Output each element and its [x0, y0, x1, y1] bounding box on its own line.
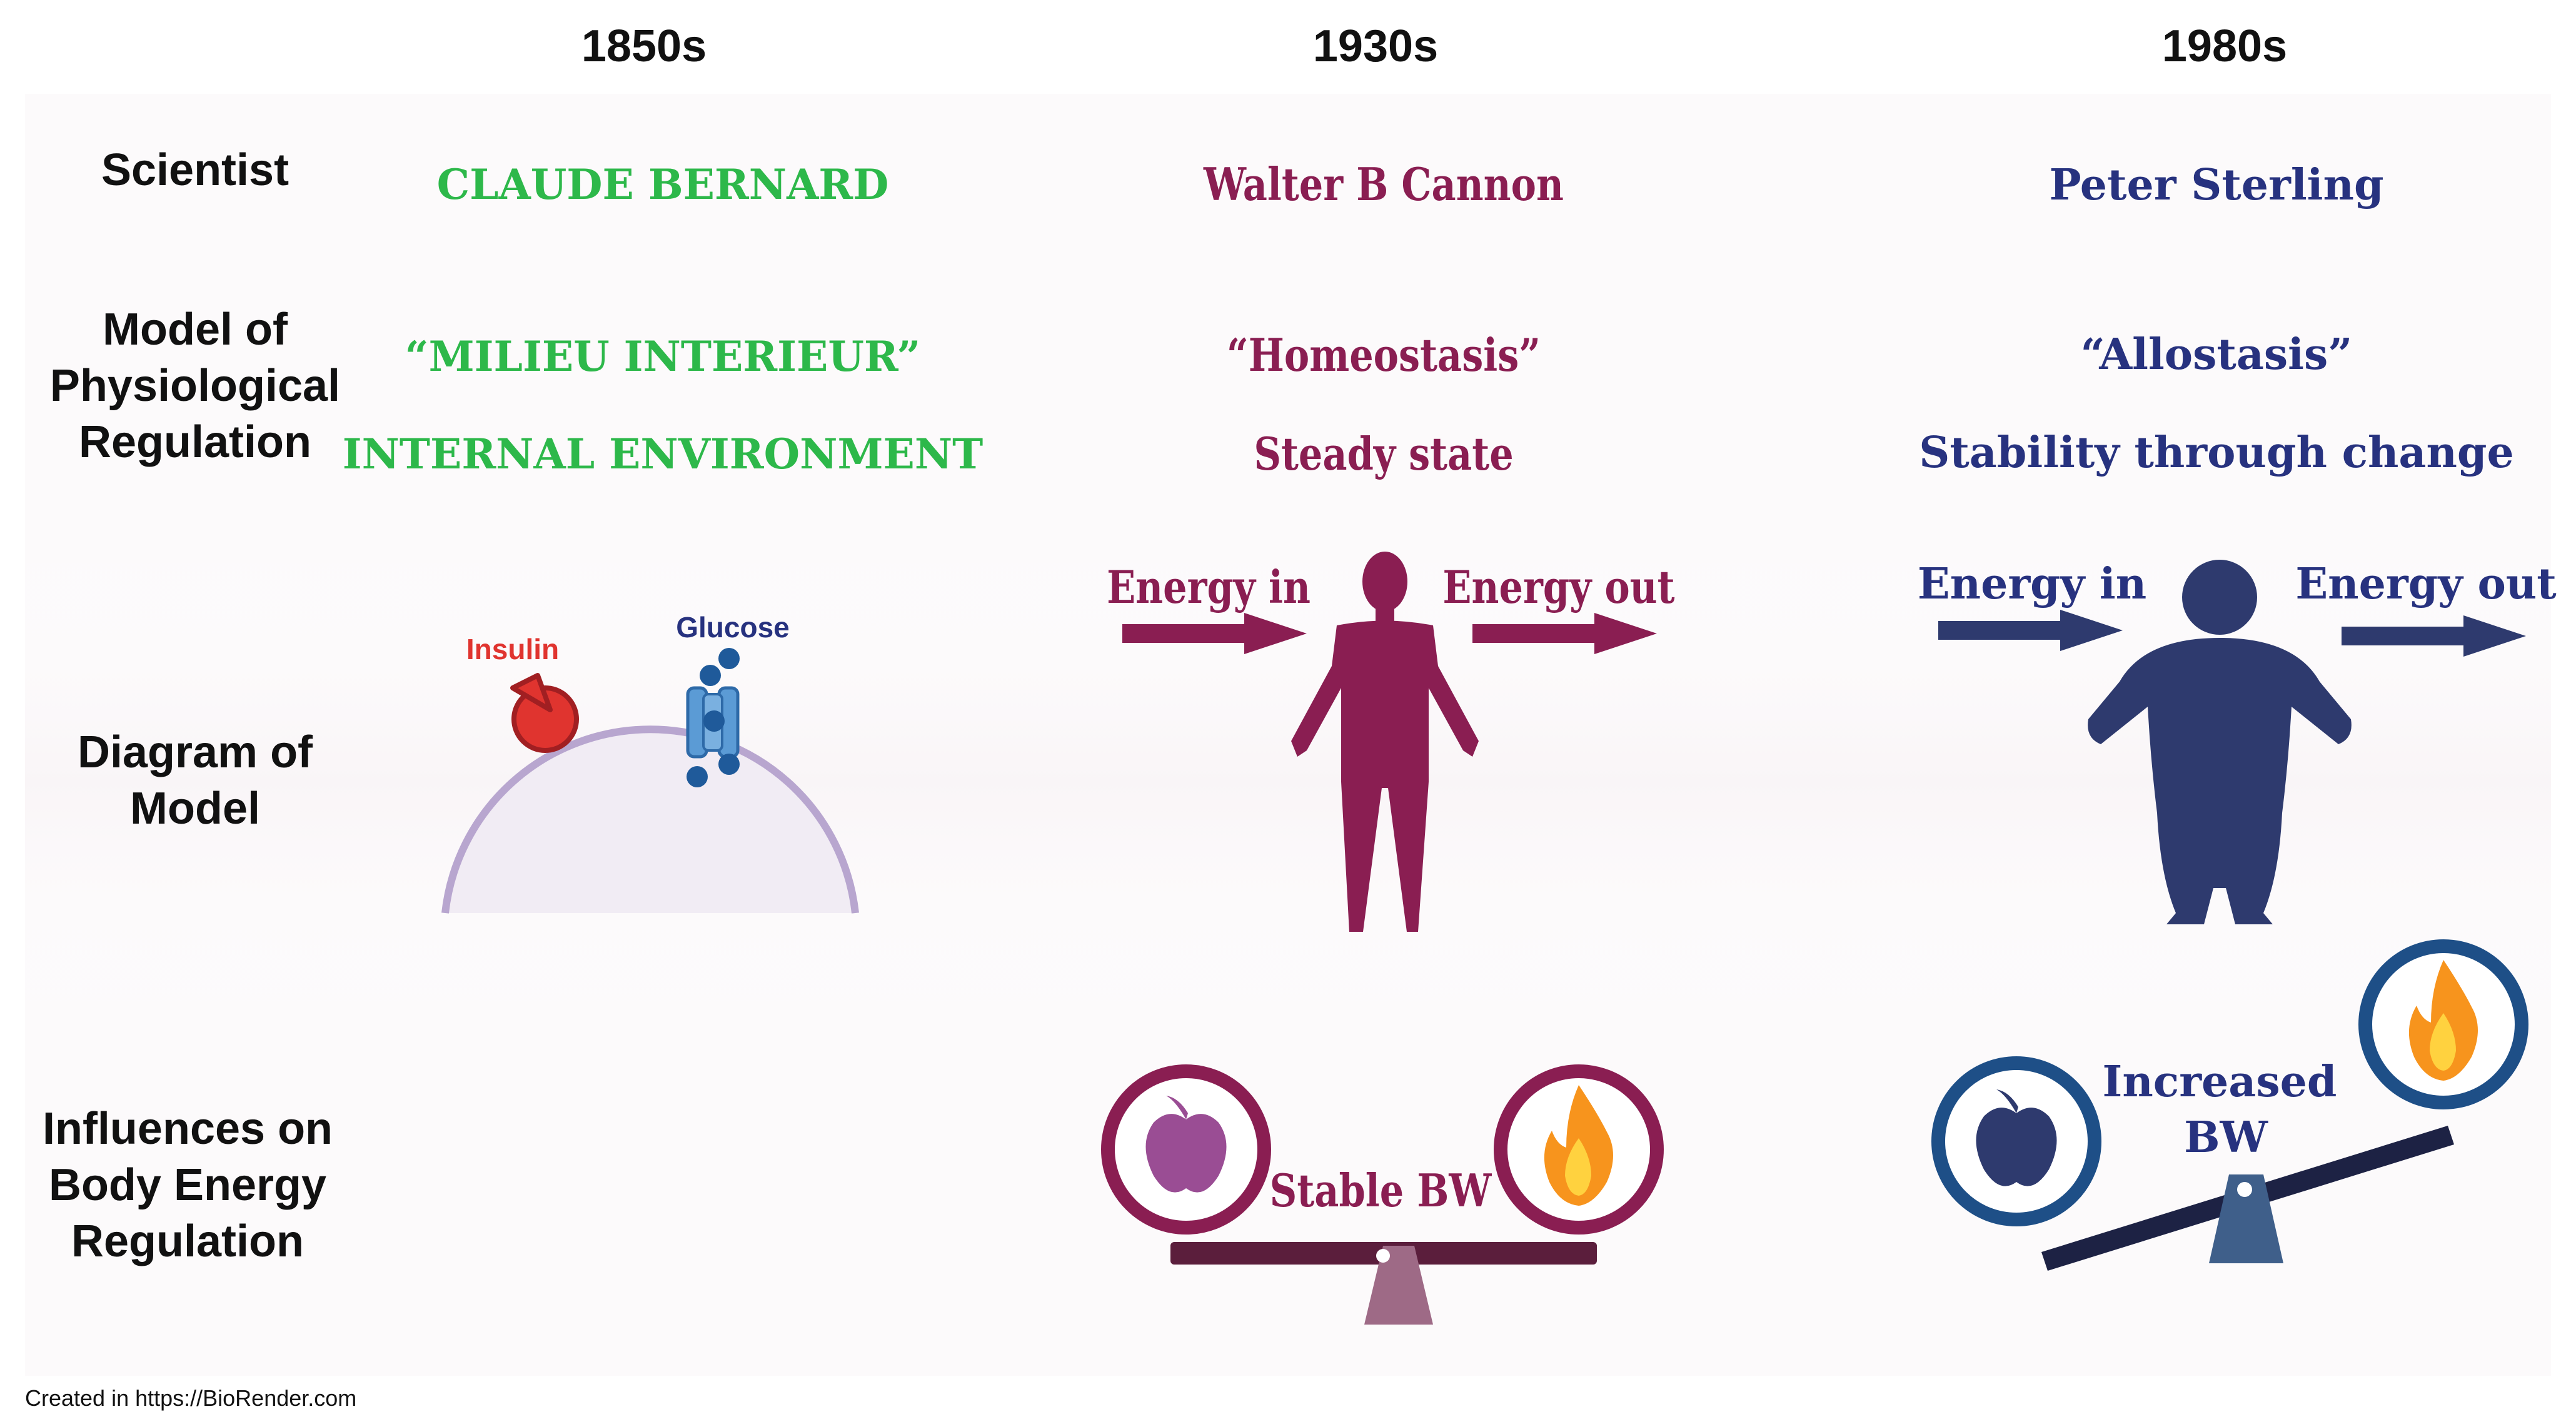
scientist-sterling: Peter Sterling	[2049, 160, 2384, 210]
row-label-diagram: Diagram of Model	[77, 727, 313, 834]
tilted-scale	[1931, 939, 2528, 1271]
sterling-arrow-out-icon	[2342, 615, 2526, 657]
era-1930s: 1930s	[1312, 21, 1439, 71]
scale-pivot	[1376, 1249, 1390, 1263]
background-band	[25, 532, 2551, 1032]
energy-out-sterling: Energy out	[2295, 559, 2557, 609]
subtitle-cannon: Steady state	[1254, 427, 1514, 480]
apple-icon	[1976, 1089, 2057, 1186]
model-sterling: “Allostasis”	[2080, 330, 2353, 380]
row-label-model: Model of Physiological Regulation	[49, 305, 341, 467]
energy-in-cannon: Energy in	[1107, 560, 1311, 614]
insulin-label: Insulin	[466, 633, 560, 665]
row-label-scientist: Scientist	[101, 145, 289, 195]
energy-out-cannon: Energy out	[1442, 560, 1675, 614]
cannon-arrow-in-icon	[1122, 613, 1307, 654]
scale-fulcrum	[2209, 1174, 2283, 1263]
subtitle-sterling: Stability through change	[1919, 428, 2514, 478]
subtitle-bernard: INTERNAL ENVIRONMENT	[342, 430, 984, 478]
flame-icon	[2408, 960, 2478, 1081]
flame-icon	[1544, 1085, 1613, 1206]
sterling-arrow-in-icon	[1938, 610, 2123, 651]
scientist-cannon: Walter B Cannon	[1204, 158, 1564, 211]
cell-body	[445, 729, 855, 913]
insulin-receptor-icon	[510, 673, 579, 753]
increased-bw-label-line2: BW	[2184, 1113, 2268, 1163]
increased-bw-label-line1: Increased	[2102, 1057, 2337, 1107]
row-label-influences: Influences on Body Energy Regulation	[42, 1104, 333, 1266]
cannon-arrow-out-icon	[1472, 613, 1657, 654]
apple-icon	[1145, 1096, 1227, 1193]
scale-pivot	[2237, 1182, 2252, 1197]
era-1980s: 1980s	[2161, 21, 2288, 71]
glucose-molecules-icon	[687, 648, 740, 787]
stable-scale	[1101, 1064, 1664, 1325]
scientist-bernard: CLAUDE BERNARD	[436, 160, 889, 209]
energy-in-sterling: Energy in	[1917, 559, 2147, 609]
cell-diagram	[441, 648, 859, 914]
era-1850s: 1850s	[581, 21, 707, 71]
cell-membrane	[441, 725, 859, 914]
credit-text: Created in https://BioRender.com	[25, 1385, 357, 1411]
human-figure-icon	[1291, 552, 1479, 932]
scale-fulcrum	[1364, 1246, 1433, 1325]
glucose-label: Glucose	[676, 611, 790, 644]
model-bernard: “MILIEU INTERIEUR”	[405, 332, 921, 381]
obese-figure-icon	[2088, 560, 2352, 924]
model-cannon: “Homeostasis”	[1226, 328, 1541, 381]
stable-bw-label: Stable BW	[1269, 1164, 1492, 1217]
